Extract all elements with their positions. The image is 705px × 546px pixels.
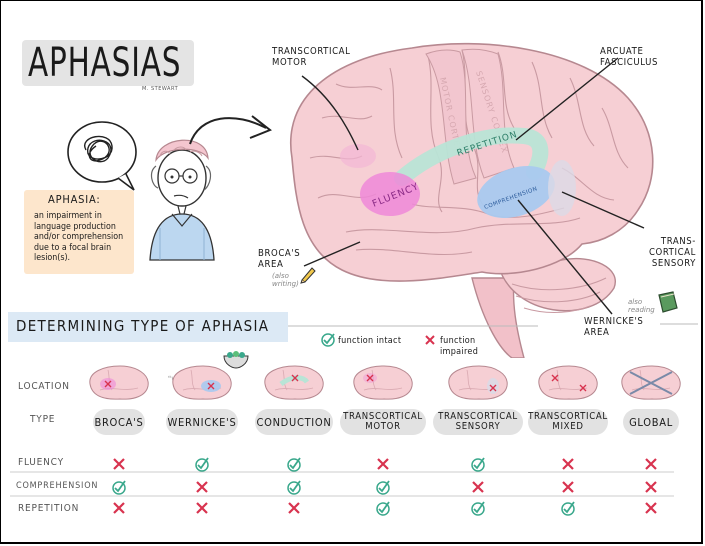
check-icon xyxy=(376,480,390,495)
page-title: APHASIAS xyxy=(28,40,182,86)
cross-icon xyxy=(196,481,208,493)
brocas-area-label: BROCA'S AREA xyxy=(258,248,301,270)
cross-icon xyxy=(196,502,208,514)
check-icon xyxy=(112,480,126,495)
mini-brain-5 xyxy=(448,365,508,400)
check-icon xyxy=(471,457,485,472)
mini-brain-3 xyxy=(264,365,324,400)
type-pill-3 xyxy=(255,409,333,435)
legend-intact-label: function intact xyxy=(338,336,402,346)
book-icon xyxy=(658,291,678,313)
type-pill-4 xyxy=(340,409,426,435)
check-icon xyxy=(321,333,335,347)
mini-brain-6 xyxy=(538,365,598,400)
arrow-to-brain-icon xyxy=(189,115,272,145)
row-label-repetition: REPETITION xyxy=(18,503,80,514)
salad-bowl-icon xyxy=(223,351,249,369)
definition-text: an impairment in language production and… xyxy=(34,211,124,263)
cross-icon xyxy=(472,481,484,493)
author-credit: M. STEWART xyxy=(142,86,179,92)
cross-icon xyxy=(645,481,657,493)
also-reading-note: also reading xyxy=(628,298,655,314)
type-pill-1 xyxy=(93,409,145,435)
row-label-location: LOCATION xyxy=(18,381,70,392)
row-label-fluency: FLUENCY xyxy=(18,457,64,468)
cross-icon xyxy=(645,502,657,514)
legend-impaired-label: function impaired xyxy=(440,336,479,357)
title-background xyxy=(22,40,194,86)
check-icon xyxy=(287,457,301,472)
cross-icon xyxy=(645,458,657,470)
type-pill-5 xyxy=(433,409,523,435)
type-pill-6 xyxy=(528,409,608,435)
mini-brain-4 xyxy=(353,365,413,400)
cross-icon xyxy=(113,502,125,514)
check-icon xyxy=(561,501,575,516)
type-name-5: TRANSCORTICAL SENSORY xyxy=(438,411,518,432)
section-title: DETERMINING TYPE OF APHASIA xyxy=(16,317,270,335)
pencil-icon xyxy=(300,267,316,284)
cross-icon xyxy=(562,458,574,470)
brain-diagram: MOTOR CORTEX SENSORY CORTEX FLUENCY REPE… xyxy=(289,42,654,358)
cross-icon xyxy=(288,502,300,514)
also-writing-note: (also writing) xyxy=(272,272,299,288)
wernickes-area-label: WERNICKE'S AREA xyxy=(584,316,644,338)
mini-brain-1 xyxy=(89,365,149,400)
cross-icon xyxy=(113,458,125,470)
transcortical-sensory-label: TRANS-CORTICAL SENSORY xyxy=(648,236,696,269)
definition-term: APHASIA: xyxy=(48,193,101,206)
mini-brain-2 xyxy=(172,365,232,400)
arcuate-fasciculus-label: ARCUATE FASCICULUS xyxy=(600,46,659,68)
check-icon xyxy=(287,480,301,495)
section-header-background xyxy=(8,312,288,342)
type-name-1: BROCA'S xyxy=(94,416,144,429)
type-name-6: TRANSCORTICAL MIXED xyxy=(528,411,608,432)
confused-person-illustration xyxy=(67,121,215,261)
table-grid xyxy=(10,471,674,497)
type-name-4: TRANSCORTICAL MOTOR xyxy=(343,411,423,432)
cross-icon xyxy=(425,335,435,345)
row-label-type: TYPE xyxy=(30,414,56,425)
check-icon xyxy=(195,457,209,472)
cross-icon xyxy=(377,458,389,470)
type-name-3: CONDUCTION xyxy=(256,416,332,429)
row-label-comprehension: COMPREHENSION xyxy=(16,481,99,491)
transcortical-motor-label: TRANSCORTICAL MOTOR xyxy=(272,46,351,68)
type-pill-2 xyxy=(166,409,238,435)
type-pill-7 xyxy=(623,409,679,435)
check-icon xyxy=(471,501,485,516)
mini-brain-7 xyxy=(621,365,681,400)
type-name-2: WERNICKE'S xyxy=(167,416,237,429)
cross-icon xyxy=(562,481,574,493)
check-icon xyxy=(376,501,390,516)
section-divider xyxy=(288,323,698,327)
type-name-7: GLOBAL xyxy=(629,416,673,429)
definition-box xyxy=(24,190,134,274)
